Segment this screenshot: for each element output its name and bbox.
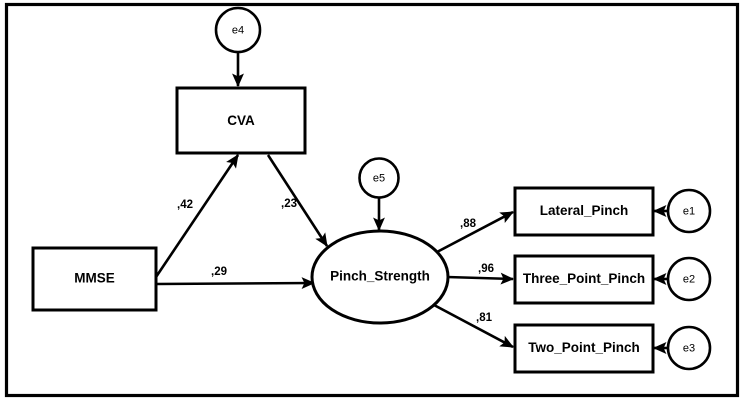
node-error-e3-shape — [666, 325, 712, 371]
node-error-e4-label: e4 — [232, 24, 244, 36]
coefficient-label-cva-to-pinch: ,23 — [281, 198, 297, 210]
node-cva[interactable]: CVA — [175, 86, 307, 155]
node-two-point-pinch[interactable]: Two_Point_Pinch — [513, 323, 655, 374]
node-error-e3[interactable]: e3 — [666, 325, 712, 371]
node-error-e5-shape — [358, 157, 400, 199]
path-arrow-pinch-to-lateral — [436, 210, 514, 254]
node-three-point-pinch-label: Three_Point_Pinch — [523, 271, 645, 286]
path-arrow-mmse-to-pinch — [155, 277, 316, 290]
path-arrow-cva-to-pinch — [266, 154, 329, 247]
coefficient-label-mmse-to-pinch: ,29 — [211, 266, 227, 278]
coefficient-label-pinch-to-lateral: ,88 — [460, 218, 477, 230]
node-pinch-strength[interactable]: Pinch_Strength — [310, 229, 450, 325]
node-error-e1-shape — [666, 188, 712, 234]
node-error-e5-label: e5 — [373, 172, 385, 184]
coefficient-label-pinch-to-three-point: ,96 — [478, 263, 494, 275]
node-mmse[interactable]: MMSE — [31, 246, 158, 312]
node-error-e1[interactable]: e1 — [666, 188, 712, 234]
path-arrow-pinch-to-two-point — [433, 303, 514, 349]
node-error-e2-label: e2 — [683, 273, 695, 285]
node-pinch-strength-label: Pinch_Strength — [330, 269, 430, 284]
node-error-e2-shape — [666, 256, 712, 302]
node-error-e3-label: e3 — [683, 342, 695, 354]
node-error-e5[interactable]: e5 — [358, 157, 400, 199]
node-pinch-strength-shape — [310, 229, 450, 325]
node-error-e2[interactable]: e2 — [666, 256, 712, 302]
node-cva-shape — [175, 86, 307, 155]
node-lateral-pinch-label: Lateral_Pinch — [540, 203, 629, 218]
path-arrow-pinch-to-three-point — [446, 272, 515, 285]
node-lateral-pinch[interactable]: Lateral_Pinch — [513, 186, 655, 237]
coefficient-label-mmse-to-cva: ,42 — [177, 199, 193, 211]
node-mmse-label: MMSE — [74, 271, 115, 286]
node-error-e4-shape — [214, 6, 262, 54]
node-three-point-pinch[interactable]: Three_Point_Pinch — [513, 254, 655, 305]
node-mmse-shape — [31, 246, 158, 312]
path-arrow-mmse-to-cva — [154, 154, 240, 278]
node-error-e4[interactable]: e4 — [214, 6, 262, 54]
node-three-point-pinch-shape — [513, 254, 655, 305]
coefficient-label-pinch-to-two-point: ,81 — [476, 312, 493, 324]
node-cva-label: CVA — [227, 113, 255, 128]
node-lateral-pinch-shape — [513, 186, 655, 237]
node-two-point-pinch-shape — [513, 323, 655, 374]
node-two-point-pinch-label: Two_Point_Pinch — [528, 340, 640, 355]
node-error-e1-label: e1 — [683, 205, 695, 217]
